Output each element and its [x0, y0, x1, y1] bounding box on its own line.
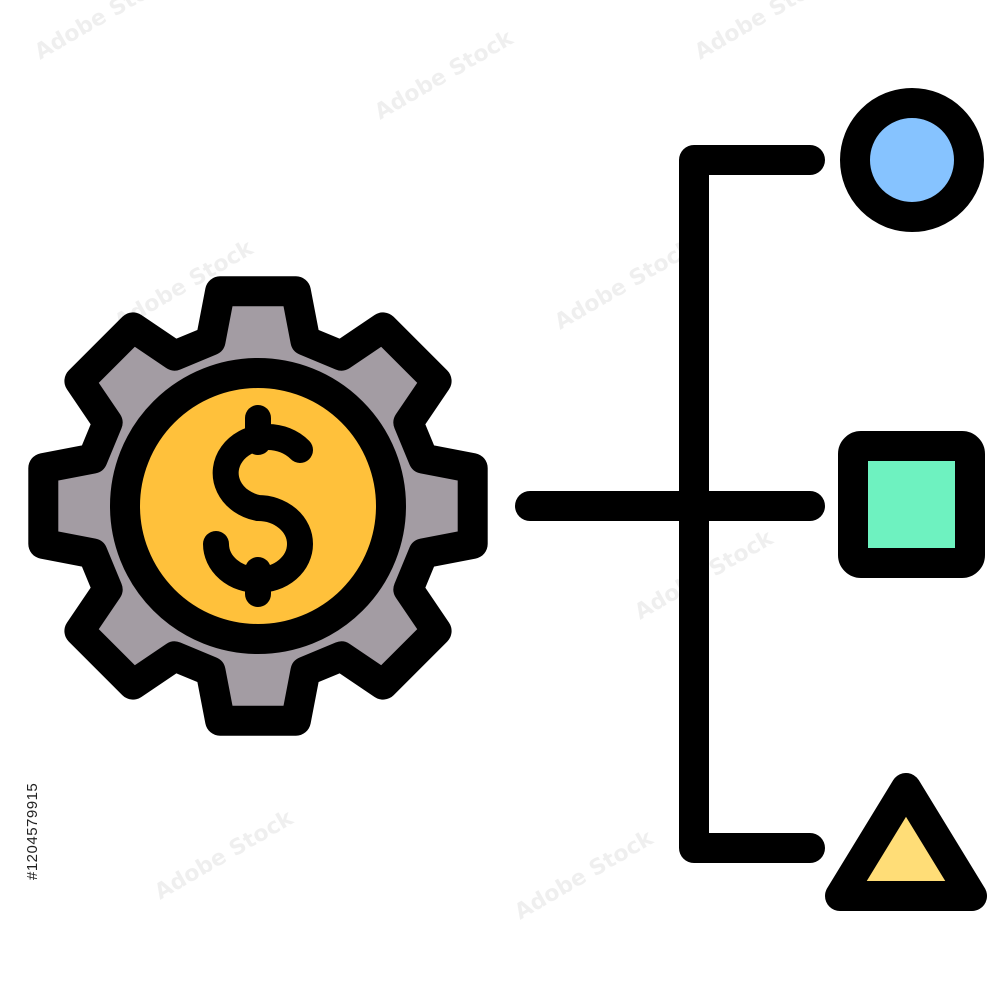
svg-text:Adobe Stock: Adobe Stock — [551, 235, 699, 335]
svg-text:Adobe Stock: Adobe Stock — [511, 825, 659, 925]
dollar-coin-icon — [110, 358, 406, 654]
triangle-node-icon — [825, 773, 987, 911]
svg-text:Adobe Stock: Adobe Stock — [691, 0, 839, 65]
svg-text:Adobe Stock: Adobe Stock — [371, 25, 519, 125]
hierarchy-connector — [515, 145, 825, 863]
svg-text:Adobe Stock: Adobe Stock — [31, 0, 179, 65]
stock-id-label: #1204579915 — [24, 782, 41, 880]
svg-text:Adobe Stock: Adobe Stock — [151, 805, 299, 905]
square-node-icon — [838, 431, 985, 578]
circle-node-icon — [840, 88, 984, 232]
